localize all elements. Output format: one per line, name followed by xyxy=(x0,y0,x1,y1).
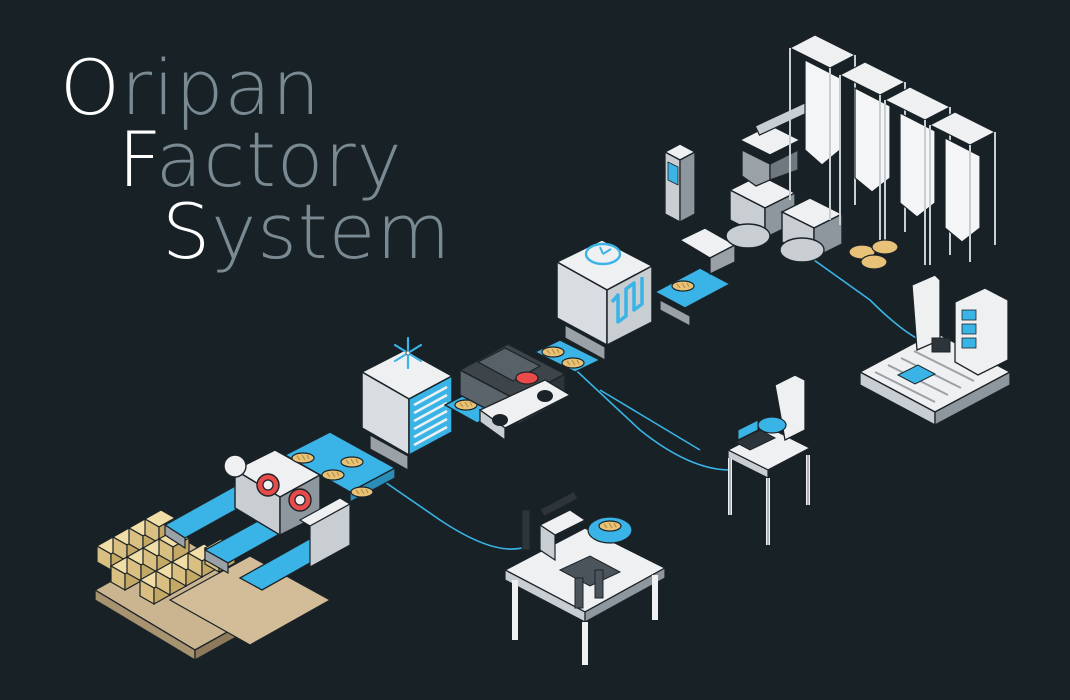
title-rest: actory xyxy=(155,115,403,204)
title-line-factory: Factory xyxy=(60,122,451,198)
flour-bags xyxy=(848,239,899,270)
robot-table xyxy=(503,490,667,665)
title-initial: S xyxy=(162,187,212,276)
packaging-conveyors xyxy=(163,449,352,591)
upper-conveyor xyxy=(653,227,737,327)
title-rest: ystem xyxy=(211,187,452,276)
robot-arm-icon xyxy=(521,490,587,562)
packing-station xyxy=(858,274,1012,427)
clock-icon xyxy=(584,242,622,266)
cable-mid xyxy=(599,389,701,451)
cable-station xyxy=(799,249,921,341)
proofing-machine xyxy=(555,239,654,362)
title-line-oripan: Oripan xyxy=(60,50,451,126)
monitor-icon xyxy=(667,161,679,186)
page-title: Oripan Factory System xyxy=(60,50,451,270)
flour-silos xyxy=(788,34,997,265)
oven-section xyxy=(443,339,602,442)
cable-robot xyxy=(381,479,531,550)
pallet-crates xyxy=(93,509,332,662)
silo-icon xyxy=(788,34,857,220)
title-initial: O xyxy=(60,43,121,132)
title-line-system: System xyxy=(60,194,451,270)
control-kiosk xyxy=(663,143,697,224)
main-conveyor-front xyxy=(283,431,397,504)
weighing-station xyxy=(726,374,812,545)
freezer-unit xyxy=(360,336,454,472)
title-rest: ripan xyxy=(120,43,322,132)
title-initial: F xyxy=(118,115,156,204)
cable-scale xyxy=(564,359,731,471)
mixers xyxy=(725,101,844,263)
